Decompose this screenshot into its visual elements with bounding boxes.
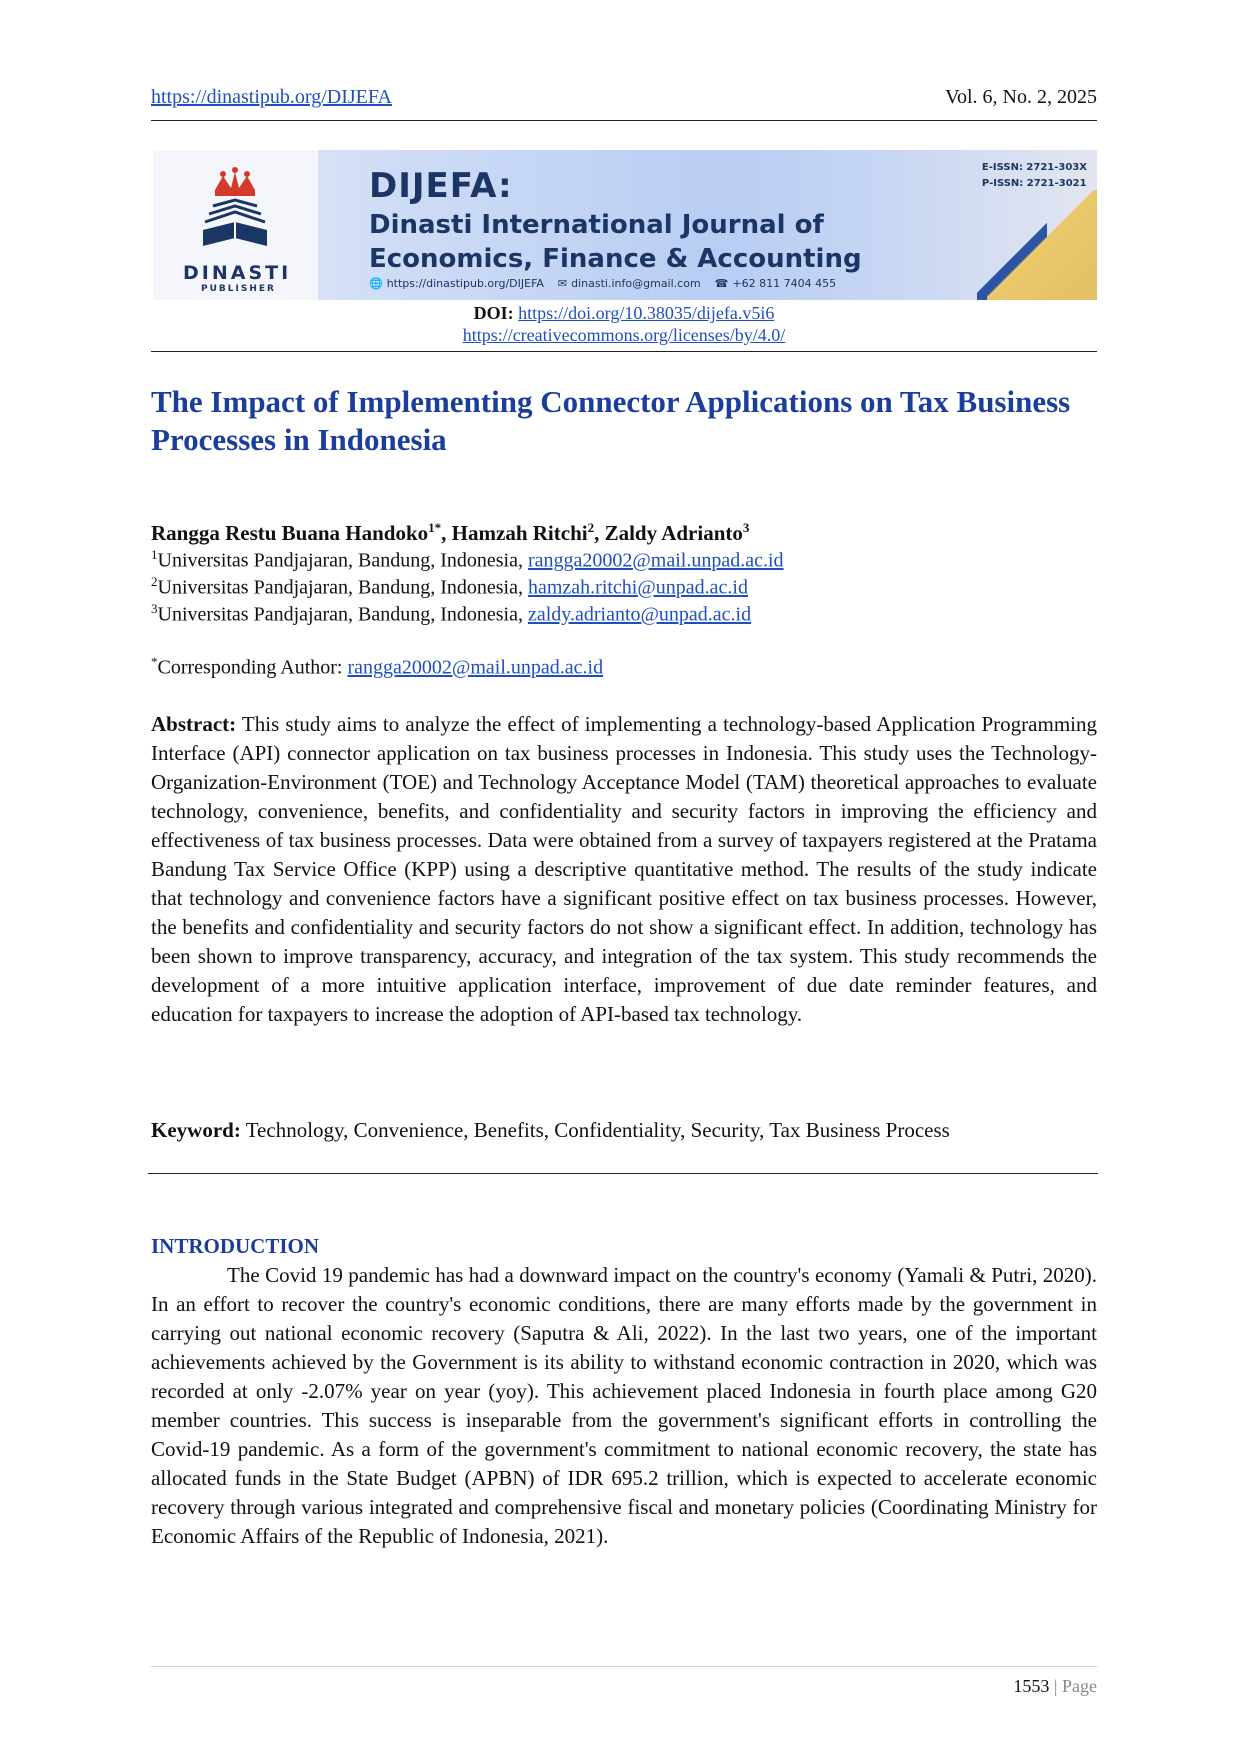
corresponding-author: *Corresponding Author: rangga20002@mail.…	[151, 654, 604, 679]
author-2: Hamzah Ritchi	[451, 521, 588, 545]
banner-decoration-gold	[987, 190, 1097, 300]
affiliation-3: 3Universitas Pandjajaran, Bandung, Indon…	[151, 601, 752, 626]
keyword-divider	[148, 1173, 1098, 1174]
introduction-paragraph: The Covid 19 pandemic has had a downward…	[151, 1263, 1097, 1548]
phone-icon: ☎	[714, 277, 729, 290]
publisher-subtitle: PUBLISHER	[201, 284, 276, 294]
globe-icon: 🌐	[369, 277, 383, 290]
corresponding-email[interactable]: rangga20002@mail.unpad.ac.id	[347, 656, 604, 679]
banner-phone: +62 811 7404 455	[732, 277, 837, 290]
license-link[interactable]: https://creativecommons.org/licenses/by/…	[462, 325, 786, 345]
section-heading-introduction: INTRODUCTION	[151, 1234, 320, 1258]
volume-info: Vol. 6, No. 2, 2025	[945, 86, 1097, 108]
author-3-mark: 3	[742, 520, 750, 535]
doi-divider	[151, 351, 1097, 352]
mail-icon: ✉	[557, 277, 568, 290]
affiliation-1-email[interactable]: rangga20002@mail.unpad.ac.id	[527, 549, 784, 572]
banner-contact-row: 🌐 https://dinastipub.org/DIJEFA ✉ dinast…	[369, 277, 836, 290]
keyword-label: Keyword:	[151, 1118, 241, 1142]
crown-book-icon	[203, 167, 267, 246]
footer-divider	[151, 1666, 1097, 1667]
issn-block: E-ISSN: 2721-303X P-ISSN: 2721-3021	[982, 160, 1087, 192]
author-2-mark: 2	[587, 520, 595, 535]
banner-email: dinasti.info@gmail.com	[571, 277, 701, 290]
abstract-text: This study aims to analyze the effect of…	[151, 712, 1097, 1026]
abstract: Abstract: This study aims to analyze the…	[151, 710, 1097, 1029]
eissn: E-ISSN: 2721-303X	[981, 162, 1087, 173]
author-list: Rangga Restu Buana Handoko1*, Hamzah Rit…	[151, 520, 750, 545]
affiliation-2: 2Universitas Pandjajaran, Bandung, Indon…	[151, 574, 748, 599]
publisher-logo	[153, 150, 318, 300]
journal-name-line-1: Dinasti International Journal of	[369, 210, 824, 240]
journal-name-line-2: Economics, Finance & Accounting	[369, 244, 862, 274]
author-1-mark: 1*	[428, 520, 442, 535]
doi-label: DOI:	[473, 303, 514, 323]
banner-web: https://dinastipub.org/DIJEFA	[386, 277, 544, 290]
author-3: Zaldy Adrianto	[604, 521, 743, 545]
affiliation-2-email[interactable]: hamzah.ritchi@unpad.ac.id	[527, 576, 748, 599]
author-1: Rangga Restu Buana Handoko	[151, 521, 429, 545]
paper-title: The Impact of Implementing Connector App…	[151, 384, 1071, 457]
pissn: P-ISSN: 2721-3021	[981, 178, 1087, 189]
affiliation-1: 1Universitas Pandjajaran, Bandung, Indon…	[151, 547, 784, 572]
doi-block: DOI: https://doi.org/10.38035/dijefa.v5i…	[151, 302, 1097, 346]
doi-link[interactable]: https://doi.org/10.38035/dijefa.v5i6	[518, 303, 775, 323]
running-header: https://dinastipub.org/DIJEFA Vol. 6, No…	[151, 86, 1097, 121]
page-number: 1553 | Page	[1013, 1676, 1097, 1696]
journal-short-name: DIJEFA:	[369, 166, 513, 206]
affiliation-3-email[interactable]: zaldy.adrianto@unpad.ac.id	[527, 603, 752, 626]
journal-banner: DINASTI PUBLISHER DIJEFA: Dinasti Intern…	[153, 150, 1097, 300]
keyword-text: Technology, Convenience, Benefits, Confi…	[240, 1118, 950, 1142]
journal-url-link[interactable]: https://dinastipub.org/DIJEFA	[151, 86, 392, 108]
abstract-label: Abstract:	[151, 712, 237, 736]
publisher-name: DINASTI	[183, 262, 292, 284]
keywords: Keyword: Technology, Convenience, Benefi…	[151, 1116, 1097, 1145]
